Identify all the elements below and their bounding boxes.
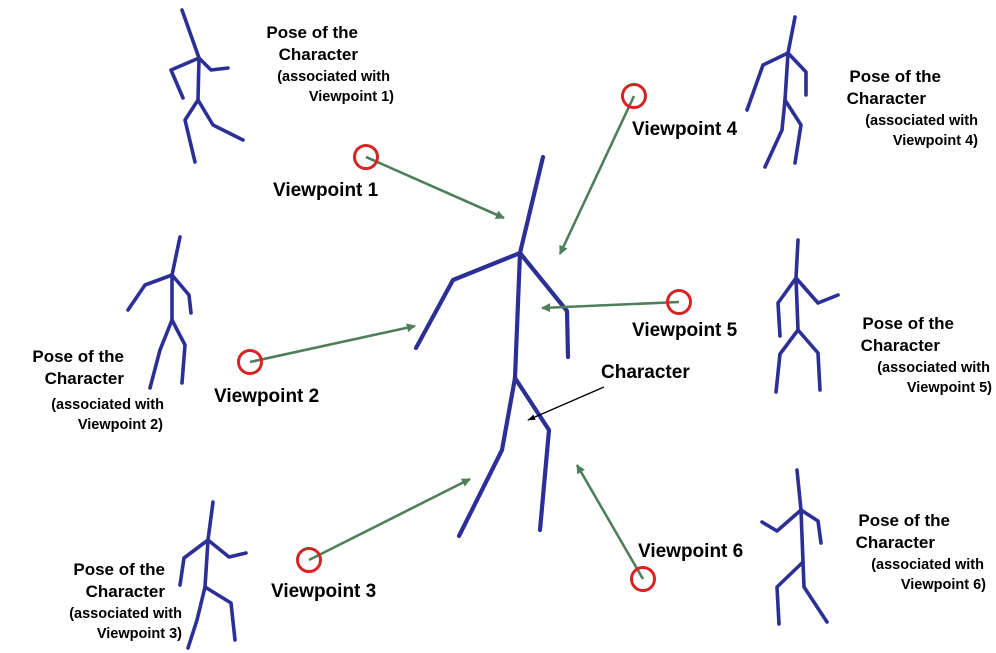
pose-caption-line: Pose of the [849, 67, 941, 86]
view-arrow-5 [541, 300, 680, 313]
viewpoint-marker-4 [621, 83, 647, 109]
pose-figure-5 [774, 238, 840, 394]
pose-caption-2: Pose of the Character (associated with V… [32, 347, 164, 433]
pose-caption-1: Pose of the Character (associated with V… [266, 23, 394, 105]
view-arrow-1 [365, 155, 505, 220]
viewpoint-label-1: Viewpoint 1 [273, 180, 379, 201]
pose-caption-line: (associated with [51, 397, 164, 413]
view-arrow-3 [308, 477, 471, 562]
pose-figure-2 [126, 235, 193, 390]
view-arrow-4 [558, 95, 636, 255]
pose-figure-1 [169, 8, 245, 164]
pose-caption-line: Viewpoint 1) [309, 89, 394, 105]
pose-caption-line: Pose of the [32, 347, 124, 366]
pose-caption-line: Viewpoint 5) [907, 380, 992, 396]
pose-caption-line: (associated with [865, 113, 978, 129]
pose-caption-line: (associated with [69, 606, 182, 622]
viewpoint-label-5: Viewpoint 5 [632, 320, 738, 341]
viewpoint-marker-2 [237, 349, 263, 375]
pose-caption-line: Pose of the [73, 560, 165, 579]
pose-caption-line: Viewpoint 3) [97, 626, 182, 642]
pose-caption-line: Pose of the [862, 314, 954, 333]
pose-caption-6: Pose of the Character (associated with V… [856, 511, 987, 593]
character-pointer-arrow [527, 386, 605, 421]
pose-caption-line: (associated with [277, 69, 390, 85]
central-character-figure [413, 154, 571, 539]
view-arrow-6 [575, 464, 645, 580]
character-label: Character [601, 362, 690, 383]
pose-caption-line: Character [847, 89, 927, 108]
pose-caption-line: Viewpoint 6) [901, 577, 986, 593]
pose-caption-3: Pose of the Character (associated with V… [69, 560, 182, 642]
pose-caption-5: Pose of the Character (associated with V… [861, 314, 993, 396]
viewpoint-marker-3 [296, 547, 322, 573]
pose-figure-3 [178, 500, 248, 650]
pose-caption-line: Character [279, 45, 359, 64]
pose-caption-line: (associated with [877, 360, 990, 376]
pose-caption-line: Viewpoint 2) [78, 417, 163, 433]
viewpoint-label-2: Viewpoint 2 [214, 386, 319, 407]
viewpoint-marker-6 [630, 566, 656, 592]
pose-caption-4: Pose of the Character (associated with V… [847, 67, 979, 149]
pose-caption-line: Character [86, 582, 166, 601]
pose-caption-line: Character [856, 533, 936, 552]
viewpoint-marker-5 [666, 289, 692, 315]
viewpoint-label-3: Viewpoint 3 [271, 581, 376, 602]
pose-figure-6 [760, 468, 829, 626]
pose-caption-line: Viewpoint 4) [893, 133, 978, 149]
pose-figure-4 [745, 15, 808, 169]
pose-caption-line: Pose of the [266, 23, 358, 42]
viewpoint-label-4: Viewpoint 4 [632, 119, 738, 140]
pose-caption-line: Pose of the [858, 511, 950, 530]
view-arrow-2 [249, 323, 416, 364]
viewpoint-marker-1 [353, 144, 379, 170]
pose-caption-line: Character [861, 336, 941, 355]
viewpoint-label-6: Viewpoint 6 [638, 541, 743, 562]
pose-caption-line: Character [45, 369, 125, 388]
pose-caption-line: (associated with [871, 557, 984, 573]
